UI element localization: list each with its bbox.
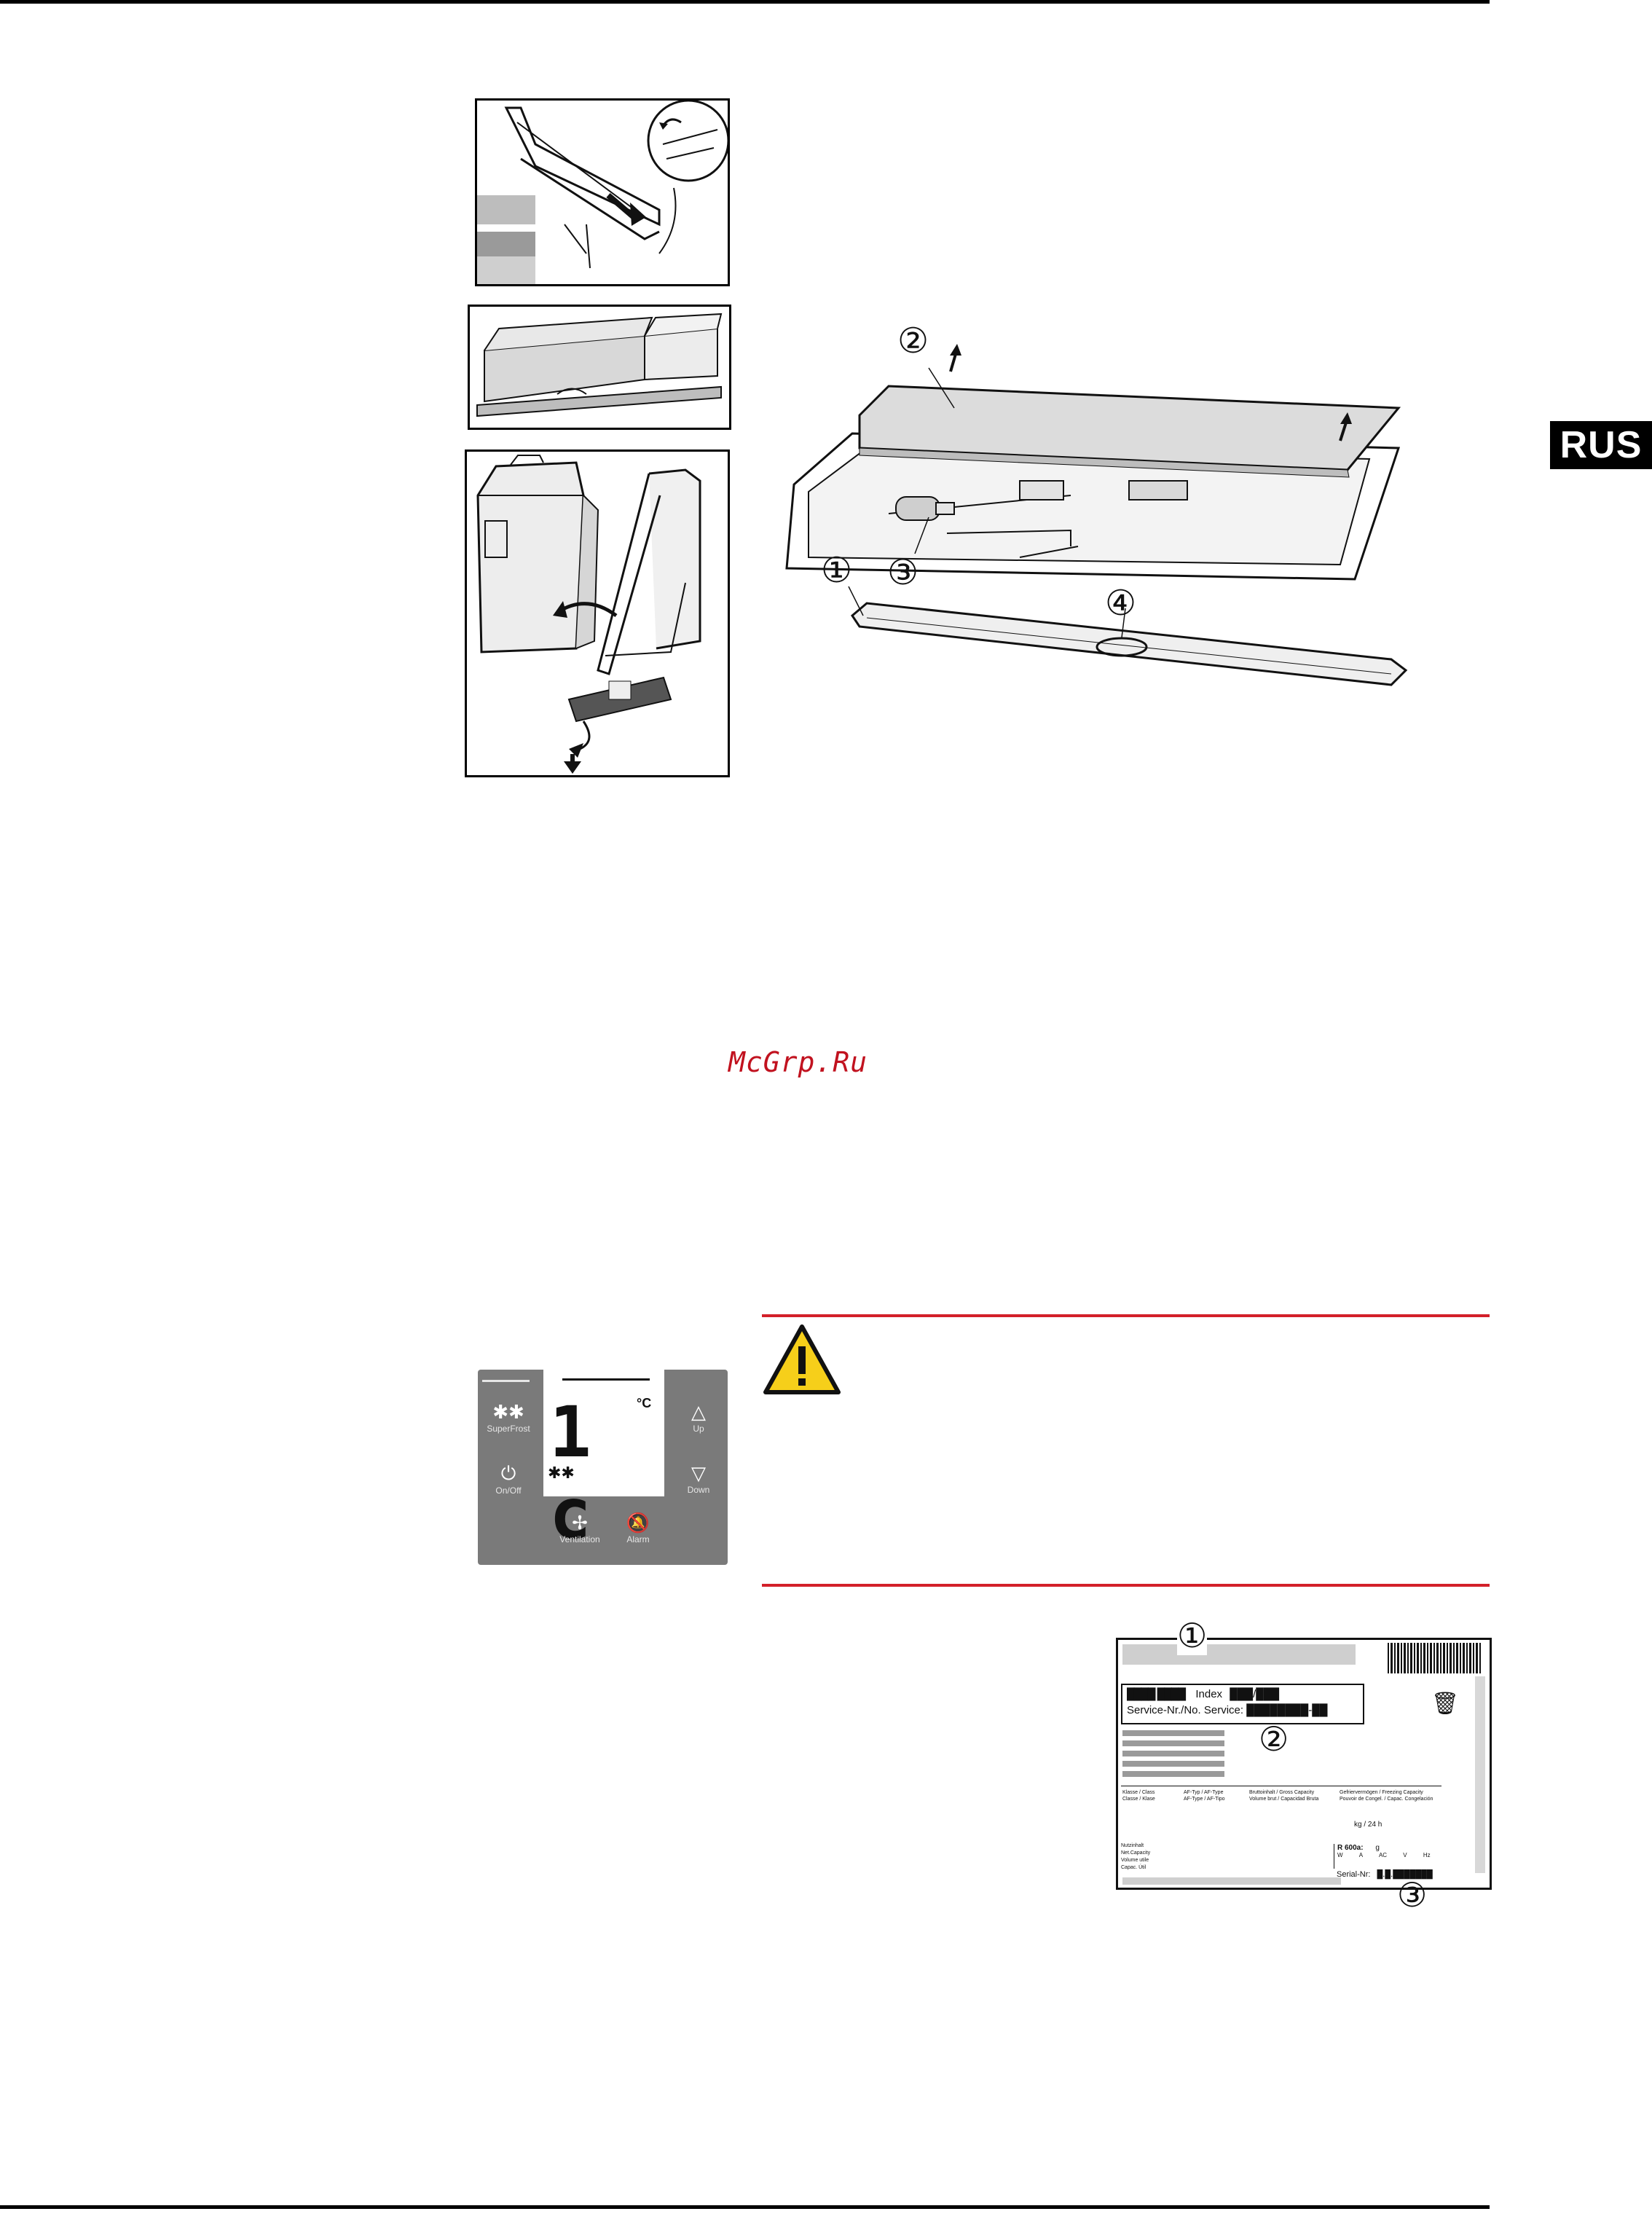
shelf-removal-figure [475, 98, 730, 286]
index-label: Index [1195, 1688, 1223, 1700]
language-tab: RUS [1550, 421, 1652, 469]
gross-capacity-header: Bruttoinhalt / Gross Capacity Volume bru… [1249, 1790, 1319, 1802]
fan-icon: ✢ [572, 1512, 588, 1534]
weee-bin-icon: 🗑 [1431, 1691, 1460, 1716]
callout-3: ③ [887, 552, 919, 593]
power-icon: ⏻ [500, 1463, 516, 1485]
warning-bottom-rule [762, 1584, 1490, 1587]
up-label: Up [693, 1424, 704, 1434]
celsius-unit: °C [637, 1396, 652, 1410]
unit-w: W [1337, 1852, 1343, 1858]
type-plate-callout-2: ② [1259, 1719, 1289, 1759]
onoff-button[interactable]: ⏻ On/Off [482, 1463, 535, 1507]
superfrost-label: SuperFrost [487, 1424, 530, 1434]
down-label: Down [687, 1485, 710, 1495]
serial-number-mask: █.█.███████ [1377, 1870, 1433, 1879]
ventilation-button[interactable]: ✢ Ventilation [551, 1512, 609, 1559]
ice-tray-figure [465, 450, 730, 777]
service-number-label: Service-Nr./No. Service: [1127, 1704, 1244, 1716]
unit-ac: AC [1378, 1852, 1388, 1858]
type-plate-callout-3: ③ [1397, 1875, 1428, 1915]
onoff-label: On/Off [495, 1485, 522, 1496]
bottom-rule [0, 2205, 1490, 2209]
warning-top-rule [762, 1314, 1490, 1317]
up-arrow-icon: △ [691, 1402, 706, 1424]
alarm-button[interactable]: 🔕 Alarm [612, 1512, 664, 1559]
superfrost-button[interactable]: ✱✱ SuperFrost [482, 1402, 535, 1445]
index-box: ████ ████ Index ███/███ Service-Nr./No. … [1121, 1684, 1364, 1724]
net-capacity-line-2: Net.Capacity [1121, 1850, 1151, 1856]
ventilation-label: Ventilation [559, 1534, 600, 1544]
storage-box-figure [468, 305, 731, 430]
control-panel: ✱✱ SuperFrost ⏻ On/Off 1 c °C ✱✱ △ Up ▽ … [478, 1370, 728, 1565]
net-capacity-line-1: Nutzinhalt [1121, 1843, 1144, 1848]
kg-per-day: kg / 24 h [1354, 1821, 1382, 1829]
temperature-value: 1 c [549, 1391, 603, 1555]
plate-bottom-band [1122, 1877, 1341, 1885]
class-header: Klasse / Class Classe / Klase [1122, 1790, 1155, 1802]
index-value-mask: ███/███ [1230, 1688, 1280, 1700]
barcode [1388, 1643, 1482, 1673]
warning-icon [762, 1323, 842, 1396]
callout-4: ④ [1105, 583, 1137, 624]
type-plate-callout-1: ① [1177, 1616, 1208, 1655]
down-button[interactable]: ▽ Down [673, 1463, 724, 1507]
net-capacity-line-3: Volume utile [1121, 1858, 1149, 1863]
service-number-mask: ████████-██ [1246, 1704, 1328, 1716]
plate-header-band [1122, 1644, 1356, 1665]
up-button[interactable]: △ Up [673, 1402, 724, 1445]
net-capacity-line-4: Capac. Útil [1121, 1865, 1146, 1870]
display-top-bar [562, 1378, 650, 1381]
plate-spec-row: Klasse / Class Classe / Klase AF-Typ / A… [1121, 1786, 1441, 1840]
net-capacity-block: Nutzinhalt Net.Capacity Volume utile Cap… [1121, 1842, 1325, 1879]
unit-hz: Hz [1423, 1852, 1431, 1858]
panel-top-line [482, 1380, 530, 1382]
serial-number-row: Serial-Nr: █.█.███████ [1337, 1870, 1482, 1879]
serial-number-label: Serial-Nr: [1337, 1870, 1371, 1879]
plate-right-band [1475, 1676, 1485, 1873]
model-code-mask: ████ ████ [1127, 1688, 1186, 1700]
unit-a: A [1358, 1852, 1363, 1858]
alarm-off-icon: 🔕 [626, 1512, 650, 1534]
filter-replacement-diagram: ② ③ ① ④ [765, 321, 1420, 707]
freezing-capacity-header: Gefriervermögen / Freezing Capacity Pouv… [1340, 1790, 1433, 1802]
unit-v: V [1403, 1852, 1407, 1858]
top-rule [0, 0, 1490, 4]
snowflake-icon: ✱✱ [492, 1402, 524, 1424]
type-plate: 🗑 ████ ████ Index ███/███ Service-Nr./No… [1116, 1638, 1492, 1890]
down-arrow-icon: ▽ [691, 1463, 706, 1485]
plate-text-block [1122, 1730, 1224, 1778]
superfrost-indicator-icon: ✱✱ [548, 1464, 575, 1483]
callout-1: ① [821, 550, 853, 591]
alarm-label: Alarm [626, 1534, 650, 1544]
watermark: McGrp.Ru [728, 1046, 868, 1078]
af-type-header: AF-Typ / AF-Type AF-Type / AF-Tipo [1184, 1790, 1225, 1802]
refrigerant-block: R 600a: g W A AC V Hz [1334, 1844, 1480, 1869]
refrigerant-unit: g [1375, 1844, 1380, 1852]
refrigerant-label: R 600a: [1337, 1844, 1364, 1852]
callout-2: ② [897, 321, 929, 361]
temperature-display: 1 c °C ✱✱ [543, 1370, 664, 1555]
